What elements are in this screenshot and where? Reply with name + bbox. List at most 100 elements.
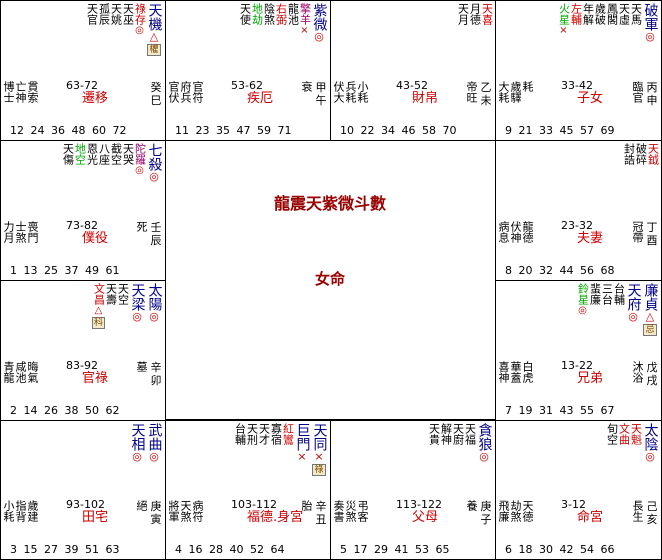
palace-name: 疾厄 bbox=[247, 91, 274, 106]
star: 鈴星◎ bbox=[577, 283, 590, 336]
star: 陀羅◎ bbox=[134, 143, 147, 183]
chart-title: 龍震天紫微斗數 bbox=[273, 194, 386, 213]
small-star-pair: 力月 bbox=[2, 221, 15, 243]
stem-branch: 庚寅 bbox=[150, 500, 162, 526]
stem-branch: 癸巳 bbox=[150, 81, 162, 107]
small-star-text: 將軍 bbox=[167, 500, 180, 522]
star-mark: ◎ bbox=[578, 305, 587, 316]
small-star-text: 貫索 bbox=[26, 81, 39, 103]
star-mark: △ bbox=[94, 305, 103, 316]
small-star-text: 奏書 bbox=[332, 500, 345, 522]
small-star-text: 喪門 bbox=[26, 221, 39, 243]
star-group: 太陰◎天魁文曲旬空 bbox=[606, 423, 659, 463]
gender-label: 女命 bbox=[314, 270, 345, 288]
decade-range: 83-92 bbox=[66, 359, 98, 372]
star: 天相◎ bbox=[129, 423, 146, 463]
star-name: 台輔 bbox=[233, 423, 247, 445]
life-stage: 死 bbox=[135, 221, 148, 232]
star-group: 破軍◎天馬天虛鳳閣歲破年解左輔火星× bbox=[558, 3, 659, 43]
small-star-pair: 伏神 bbox=[509, 221, 522, 243]
small-star-pair: 官符 bbox=[191, 81, 204, 103]
small-star-pair: 劫煞 bbox=[509, 500, 522, 522]
star-name: 陰煞 bbox=[262, 3, 276, 25]
star-name: 破軍 bbox=[642, 3, 659, 31]
life-stage-text: 養 bbox=[465, 500, 478, 511]
life-stage-text: 冠帶 bbox=[631, 221, 644, 243]
star: 天哭 bbox=[122, 143, 135, 183]
star: 七殺◎ bbox=[146, 143, 163, 183]
small-star-pair: 官伏 bbox=[167, 81, 180, 103]
heavenly-stem: 甲 bbox=[315, 81, 327, 94]
earthly-branch: 寅 bbox=[150, 513, 162, 526]
star: 破軍◎ bbox=[642, 3, 659, 43]
star-group: 貪狼◎天福天廚解神天貴 bbox=[428, 423, 493, 463]
star: 天同×祿 bbox=[311, 423, 328, 476]
small-star-pair: 奏書 bbox=[332, 500, 345, 522]
star: 台輔 bbox=[613, 283, 626, 336]
star-mark: △ bbox=[149, 30, 159, 43]
small-stars: 飛廉劫煞天德 bbox=[497, 500, 534, 522]
decade-range: 63-72 bbox=[66, 79, 98, 92]
earthly-branch: 未 bbox=[480, 94, 492, 107]
star-name: 截空 bbox=[109, 143, 123, 165]
star: 旬空 bbox=[606, 423, 619, 463]
star-name: 天傷 bbox=[61, 143, 75, 165]
small-star-pair: 小耗 bbox=[356, 81, 369, 103]
age-list: 4 16 28 40 52 64 bbox=[175, 543, 285, 556]
heavenly-stem: 庚 bbox=[150, 500, 162, 513]
life-stage: 臨官 bbox=[631, 81, 644, 103]
chart-center bbox=[165, 140, 496, 420]
star-group: 七殺◎陀羅◎天哭截空八座恩光地空天傷 bbox=[61, 143, 163, 183]
small-star-pair: 博士 bbox=[2, 81, 15, 103]
small-star-pair: 龍德 bbox=[521, 221, 534, 243]
age-list: 10 22 34 46 58 70 bbox=[340, 124, 457, 137]
age-list: 3 15 27 39 51 63 bbox=[10, 543, 120, 556]
small-star-pair: 喪門 bbox=[26, 221, 39, 243]
star: 文曲 bbox=[618, 423, 631, 463]
star: 天巫 bbox=[122, 3, 135, 56]
palace-name: 父母 bbox=[412, 510, 439, 525]
small-star-text: 病息 bbox=[497, 221, 510, 243]
age-list: 7 19 31 43 55 67 bbox=[505, 404, 615, 417]
palace-name: 田宅 bbox=[82, 510, 109, 525]
star: 太陽◎ bbox=[146, 283, 163, 329]
star: 紫微◎ bbox=[311, 3, 328, 43]
star-name: 天月 bbox=[456, 3, 470, 25]
star: 太陰◎ bbox=[642, 423, 659, 463]
star-name: 解神 bbox=[439, 423, 453, 445]
palace-name: 遷移 bbox=[82, 91, 109, 106]
age-list: 6 18 30 42 54 66 bbox=[505, 543, 615, 556]
star: 天刑 bbox=[246, 423, 259, 476]
small-star-pair: 將軍 bbox=[167, 500, 180, 522]
heavenly-stem: 己 bbox=[646, 500, 658, 513]
small-star-pair: 亡神 bbox=[14, 81, 27, 103]
small-star-text: 耗 bbox=[521, 81, 534, 92]
star-group: 天同×祿巨門×紅鸞寡宿天才天刑台輔 bbox=[233, 423, 328, 476]
star-name: 天喜 bbox=[480, 3, 494, 25]
star-name: 封誥 bbox=[622, 143, 636, 165]
earthly-branch: 辰 bbox=[150, 234, 162, 247]
small-star-pair: 病息 bbox=[497, 221, 510, 243]
decade-range: 53-62 bbox=[231, 79, 263, 92]
star-mark: × bbox=[297, 450, 307, 463]
star-name: 天才 bbox=[257, 423, 271, 445]
small-star-text: 龍德 bbox=[521, 221, 534, 243]
small-star-text: 劫煞 bbox=[509, 500, 522, 522]
star-name: 祿存 bbox=[133, 3, 147, 25]
star-name: 天姚 bbox=[109, 3, 123, 25]
earthly-branch: 亥 bbox=[646, 513, 658, 526]
life-stage: 長生 bbox=[631, 500, 644, 522]
star: 天府◎ bbox=[625, 283, 642, 336]
star-name: 天相 bbox=[129, 423, 146, 451]
star: 孤辰 bbox=[98, 3, 111, 56]
star-mark: ◎ bbox=[479, 450, 489, 463]
star-name: 天官 bbox=[85, 3, 99, 25]
decade-range: 73-82 bbox=[66, 219, 98, 232]
stem-branch: 丁酉 bbox=[646, 221, 658, 247]
star-group: 天喜月德天月 bbox=[456, 3, 494, 25]
